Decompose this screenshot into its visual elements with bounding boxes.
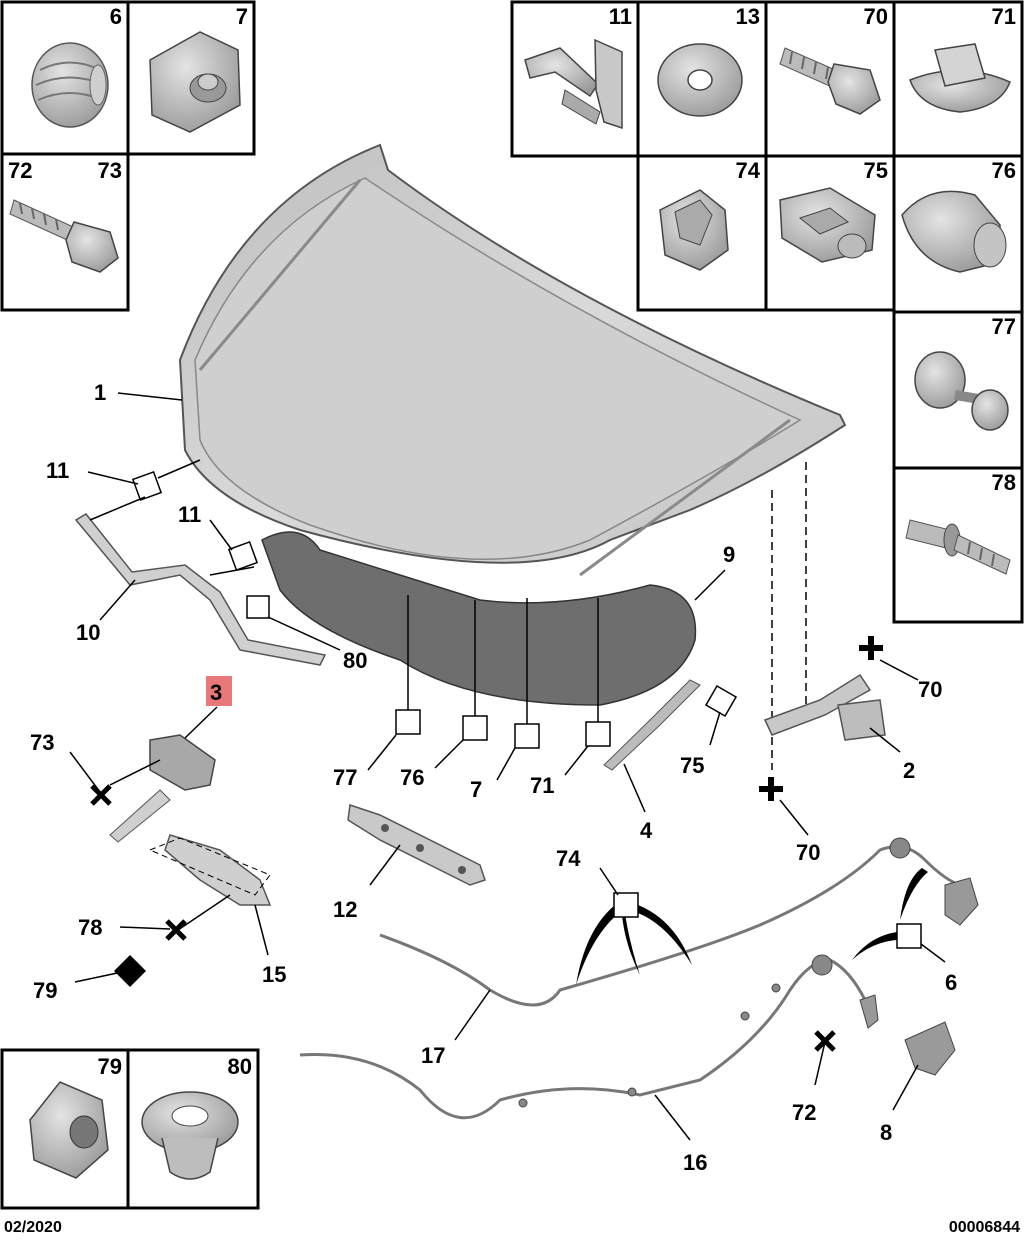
- inset-box-76: 76: [892, 154, 1024, 314]
- stud-icon: [905, 519, 1011, 575]
- cross-marker-73: [90, 784, 112, 806]
- callout-15: 15: [262, 962, 286, 987]
- bump-stop-icon: [149, 31, 241, 133]
- inset-box-6: 6: [0, 0, 130, 156]
- screw-icon: [779, 47, 881, 115]
- inset-label-6: 6: [110, 4, 122, 29]
- inset-label-70: 70: [864, 4, 888, 29]
- rubber-plug-icon: [31, 42, 109, 128]
- callout-80: 80: [343, 648, 367, 673]
- bonnet-hood: [178, 143, 847, 577]
- clip-icon: [524, 38, 623, 130]
- inset-label-75: 75: [864, 158, 888, 183]
- callout-76: 76: [400, 765, 424, 790]
- inset-box-80: 80: [126, 1048, 260, 1210]
- rubber-buffer-icon: [901, 190, 1007, 273]
- inset-box-74: 74: [636, 154, 768, 312]
- inset-box-75: 75: [764, 154, 896, 312]
- callout-75: 75: [680, 753, 704, 778]
- callout-leaders: [69, 392, 946, 1141]
- callout-6: 6: [945, 970, 957, 995]
- callout-2: 2: [903, 758, 915, 783]
- callout-73: 73: [30, 730, 54, 755]
- inset-label-71: 71: [992, 4, 1016, 29]
- seal-strip: [74, 513, 327, 666]
- inset-box-77: 77: [892, 310, 1024, 470]
- footer-date: 02/2020: [4, 1219, 62, 1236]
- callout-79: 79: [33, 978, 57, 1003]
- callout-10: 10: [76, 620, 100, 645]
- footer-reference: 00006844: [949, 1219, 1020, 1236]
- push-clip-icon: [659, 189, 729, 271]
- callout-16: 16: [683, 1150, 707, 1175]
- inset-label-13: 13: [736, 4, 760, 29]
- inset-label-11: 11: [609, 4, 632, 29]
- plastic-rivet-icon: [914, 351, 1009, 431]
- callout-70-a: 70: [918, 677, 942, 702]
- callout-4: 4: [640, 818, 653, 843]
- inset-box-78: 78: [892, 466, 1024, 624]
- callout-70-b: 70: [796, 840, 820, 865]
- inset-box-11: 11: [510, 0, 640, 158]
- cable-bracket: [347, 804, 486, 886]
- retainer-clip-icon: [909, 43, 1011, 113]
- inset-label-76: 76: [992, 158, 1016, 183]
- callout-8: 8: [880, 1120, 892, 1145]
- inset-label-72: 72: [8, 158, 32, 183]
- flange-nut-icon: [29, 1081, 109, 1179]
- prop-rod: [603, 679, 701, 771]
- callout-74: 74: [556, 846, 581, 871]
- callout-7: 7: [470, 777, 482, 802]
- inset-label-79: 79: [98, 1054, 122, 1079]
- callout-labels: 1 11 11 10 80 9 3 73 77 76 7 71 75 4 70 …: [30, 380, 957, 1175]
- leader-lines: [407, 462, 807, 770]
- inset-box-13: 13: [636, 0, 768, 158]
- inset-label-77: 77: [992, 314, 1016, 339]
- plus-marker-70-bottom: [759, 777, 783, 801]
- inset-label-80: 80: [228, 1054, 252, 1079]
- inset-box-70: 70: [764, 0, 896, 158]
- callout-9: 9: [723, 542, 735, 567]
- callout-12: 12: [333, 897, 357, 922]
- diamond-marker-79: [114, 955, 146, 987]
- inset-label-78: 78: [992, 470, 1016, 495]
- callout-11-a: 11: [46, 458, 69, 483]
- callout-1: 1: [94, 380, 106, 405]
- grommet-icon: [141, 1091, 239, 1180]
- fixing-markers: [131, 470, 922, 949]
- inset-box-71: 71: [892, 0, 1024, 158]
- callout-17: 17: [421, 1043, 445, 1068]
- hood-insulation-pad: [261, 531, 697, 706]
- inset-box-72-73: 72 73: [0, 152, 130, 312]
- cable-fittings: [518, 837, 979, 1108]
- highlight-box-3: [206, 676, 232, 706]
- hood-hinge: [763, 673, 886, 741]
- fixing-6-fan: [852, 868, 928, 960]
- inset-label-74: 74: [736, 158, 761, 183]
- release-cables: [299, 845, 961, 1120]
- callout-77: 77: [333, 765, 357, 790]
- cross-marker-78: [165, 919, 187, 941]
- callout-78: 78: [78, 915, 102, 940]
- cross-marker-72: [814, 1030, 836, 1052]
- bolt-icon: [9, 199, 119, 273]
- callout-71: 71: [530, 773, 554, 798]
- inset-box-79: 79: [0, 1048, 130, 1210]
- inset-label-7: 7: [236, 4, 248, 29]
- inset-box-7: 7: [126, 0, 256, 156]
- washer-icon: [657, 43, 743, 117]
- callout-3: 3: [210, 680, 222, 705]
- inset-label-73: 73: [98, 158, 122, 183]
- callout-72: 72: [792, 1100, 816, 1125]
- callout-11-b: 11: [178, 502, 201, 527]
- plus-marker-70-top: [859, 636, 883, 660]
- hood-lock: [109, 734, 272, 906]
- nut-clip-icon: [779, 187, 876, 263]
